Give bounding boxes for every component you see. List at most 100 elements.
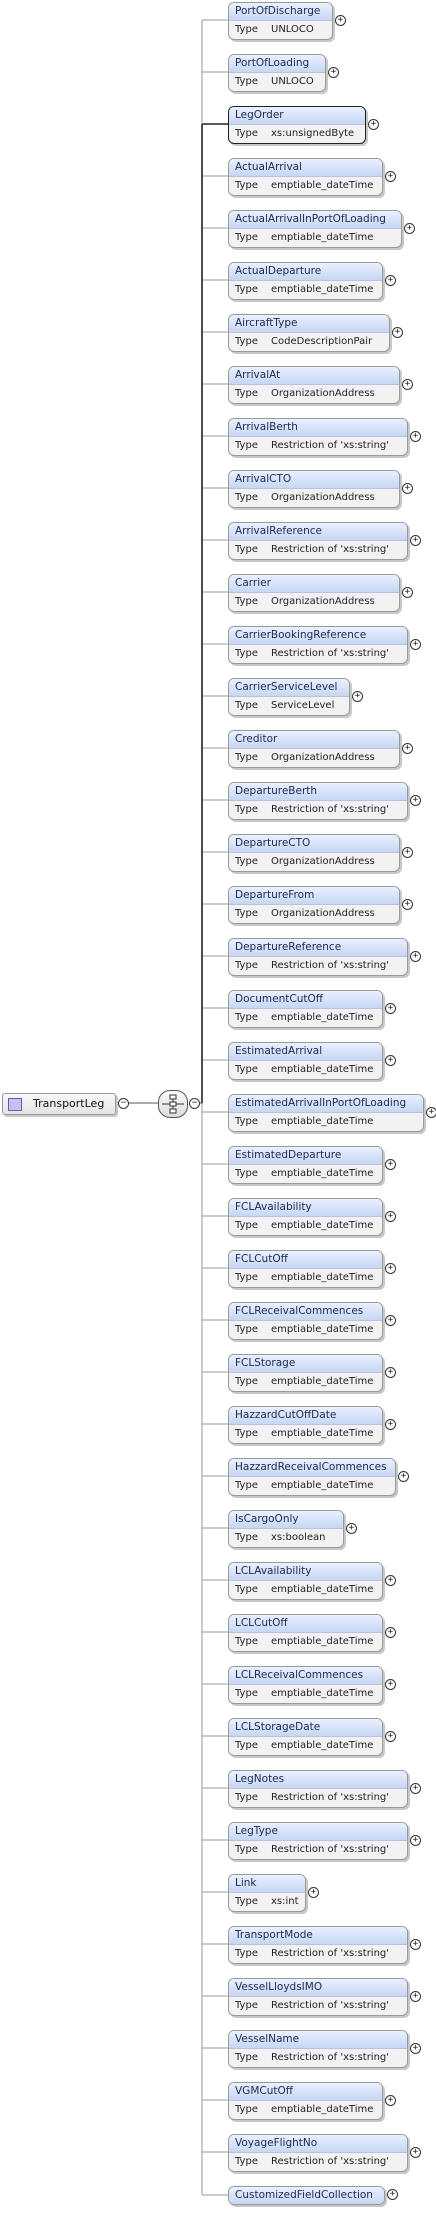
type-label: Type bbox=[235, 2000, 258, 2011]
sequence-collapse-icon[interactable]: − bbox=[189, 1098, 200, 1109]
expand-icon[interactable]: + bbox=[410, 2147, 421, 2158]
expand-icon[interactable]: + bbox=[385, 1159, 396, 1170]
expand-icon[interactable]: + bbox=[410, 2043, 421, 2054]
expand-icon[interactable]: + bbox=[402, 587, 413, 598]
expand-icon[interactable]: + bbox=[410, 639, 421, 650]
expand-icon[interactable]: + bbox=[410, 431, 421, 442]
expand-icon[interactable]: + bbox=[385, 1055, 396, 1066]
type-label: Type bbox=[235, 336, 258, 347]
sequence-compositor[interactable] bbox=[158, 1090, 188, 1118]
expand-icon[interactable]: + bbox=[402, 899, 413, 910]
expand-icon[interactable]: + bbox=[385, 1315, 396, 1326]
type-value: ServiceLevel bbox=[271, 700, 335, 711]
expand-icon[interactable]: + bbox=[385, 275, 396, 286]
element-name: ArrivalCTO bbox=[229, 471, 399, 489]
expand-icon[interactable]: + bbox=[385, 2095, 396, 2106]
expand-icon[interactable]: + bbox=[385, 1731, 396, 1742]
expand-icon[interactable]: + bbox=[385, 1263, 396, 1274]
expand-icon[interactable]: + bbox=[387, 2189, 398, 2200]
element-CustomizedFieldCollection[interactable]: CustomizedFieldCollection+ bbox=[228, 2186, 399, 2224]
expand-icon[interactable]: + bbox=[402, 379, 413, 390]
expand-icon[interactable]: + bbox=[385, 1419, 396, 1430]
expand-icon[interactable]: + bbox=[352, 691, 363, 702]
expand-icon[interactable]: + bbox=[335, 15, 346, 26]
root-element-box[interactable]: TransportLeg bbox=[2, 1093, 116, 1115]
expand-icon[interactable]: + bbox=[346, 1523, 357, 1534]
expand-icon[interactable]: + bbox=[410, 535, 421, 546]
expand-icon[interactable]: + bbox=[328, 67, 339, 78]
root-element-name: TransportLeg bbox=[33, 1097, 105, 1110]
expand-icon[interactable]: + bbox=[385, 1211, 396, 1222]
expand-icon[interactable]: + bbox=[385, 1627, 396, 1638]
expand-icon[interactable]: + bbox=[385, 171, 396, 182]
expand-icon[interactable]: + bbox=[368, 119, 379, 130]
expand-icon[interactable]: + bbox=[410, 951, 421, 962]
expand-icon[interactable]: + bbox=[402, 483, 413, 494]
expand-icon[interactable]: + bbox=[426, 1107, 436, 1118]
expand-icon[interactable]: + bbox=[410, 795, 421, 806]
expand-icon[interactable]: + bbox=[410, 1991, 421, 2002]
expand-icon[interactable]: + bbox=[308, 1887, 319, 1898]
element-name: EstimatedArrival bbox=[229, 1043, 382, 1061]
expand-icon[interactable]: + bbox=[402, 743, 413, 754]
root-collapse-icon[interactable]: − bbox=[118, 1098, 129, 1109]
expand-icon[interactable]: + bbox=[385, 1003, 396, 1014]
expand-icon[interactable]: + bbox=[385, 1679, 396, 1690]
expand-icon[interactable]: + bbox=[402, 847, 413, 858]
expand-icon[interactable]: + bbox=[410, 1783, 421, 1794]
expand-icon[interactable]: + bbox=[410, 1939, 421, 1950]
expand-icon[interactable]: + bbox=[385, 1367, 396, 1378]
expand-icon[interactable]: + bbox=[410, 1835, 421, 1846]
expand-icon[interactable]: + bbox=[398, 1471, 409, 1482]
expand-icon[interactable]: + bbox=[385, 1575, 396, 1586]
expand-icon[interactable]: + bbox=[404, 223, 415, 234]
type-label: Type bbox=[235, 1688, 258, 1699]
expand-icon[interactable]: + bbox=[392, 327, 403, 338]
